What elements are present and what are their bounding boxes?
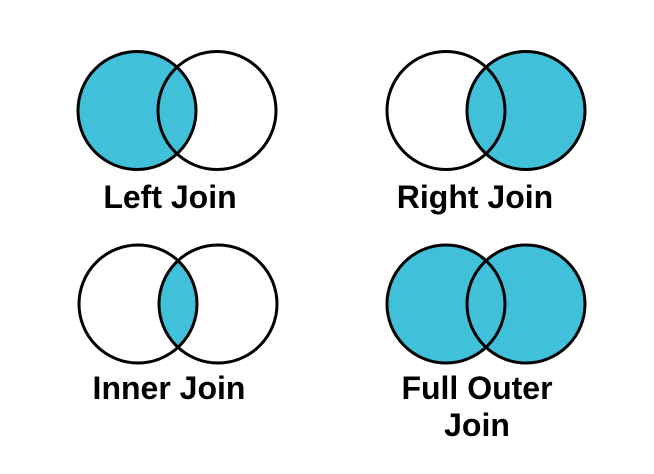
right-join-right-circle-outline [465, 50, 587, 171]
right-join-left-circle-outline [385, 50, 507, 171]
venn-right-join [385, 50, 587, 171]
left-join-left-circle-outline [76, 50, 198, 171]
full-outer-join-intersection-fill [466, 260, 506, 348]
right-join-label: Right Join [396, 179, 554, 215]
inner-join-left-circle-outline [77, 243, 199, 365]
full-outer-join-left-circle-outline [385, 243, 507, 365]
venn-inner-join [77, 243, 279, 365]
full-outer-join-right-circle-outline [465, 243, 587, 365]
venn-left-join [76, 50, 278, 171]
venn-full-outer-join [385, 243, 587, 365]
left-join-label: Left Join [103, 179, 237, 215]
inner-join-intersection-fill [158, 260, 198, 348]
right-join-intersection-fill [466, 67, 506, 154]
inner-join-right-circle-outline [157, 243, 279, 365]
left-join-intersection-fill [157, 67, 197, 154]
left-join-right-circle-outline [156, 50, 278, 171]
inner-join-label: Inner Join [92, 370, 246, 406]
full-outer-join-label: Full Outer Join [401, 370, 553, 443]
